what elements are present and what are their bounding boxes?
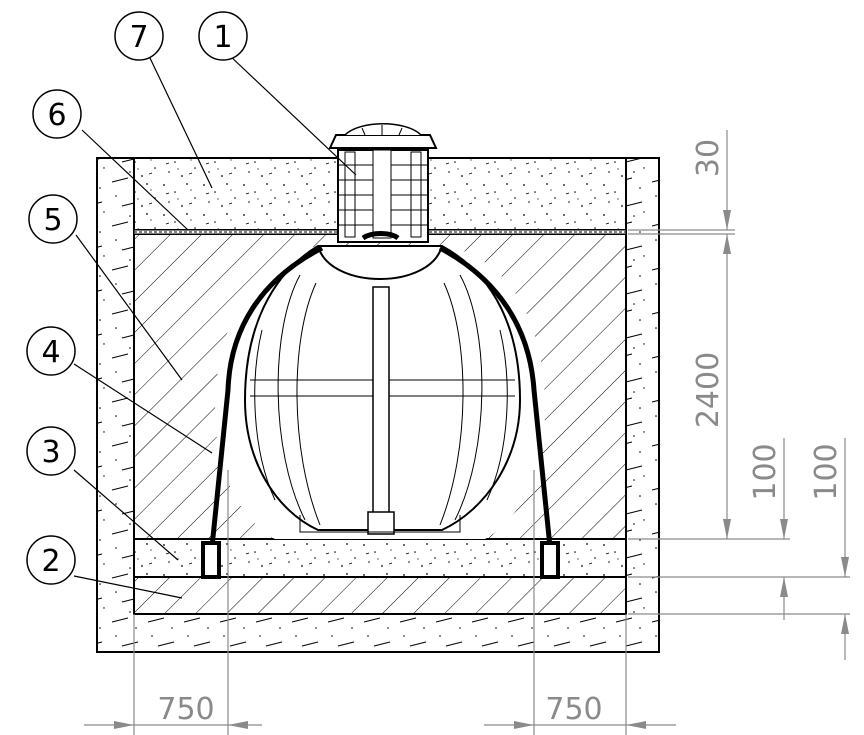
dim-tank-height: 2400 bbox=[691, 352, 726, 428]
balloon-6: 6 bbox=[32, 89, 82, 139]
dim-right-clearance: 750 bbox=[545, 692, 602, 727]
svg-text:6: 6 bbox=[47, 98, 66, 133]
dim-base-layer: 100 bbox=[809, 443, 844, 500]
anchor-block-right bbox=[540, 541, 560, 579]
dim-top-cover: 30 bbox=[691, 139, 726, 177]
balloon-4: 4 bbox=[26, 326, 76, 376]
dim-bedding-layer: 100 bbox=[748, 443, 783, 500]
balloon-1: 1 bbox=[198, 11, 248, 61]
balloon-3: 3 bbox=[26, 426, 76, 476]
dimension-lines-horizontal bbox=[84, 470, 676, 735]
svg-text:2: 2 bbox=[41, 544, 60, 579]
balloon-5: 5 bbox=[28, 194, 78, 244]
svg-text:3: 3 bbox=[41, 435, 60, 470]
anchor-straps bbox=[201, 245, 560, 579]
dimension-lines-vertical bbox=[628, 130, 850, 660]
dim-left-clearance: 750 bbox=[157, 692, 214, 727]
svg-text:1: 1 bbox=[213, 20, 232, 55]
svg-text:7: 7 bbox=[129, 20, 148, 55]
balloon-2: 2 bbox=[26, 535, 76, 585]
tank bbox=[215, 245, 545, 539]
anchor-block-left bbox=[201, 541, 221, 579]
balloon-7: 7 bbox=[114, 11, 164, 61]
svg-text:4: 4 bbox=[41, 335, 60, 370]
base-slab-layer bbox=[133, 576, 627, 615]
leader-lines bbox=[73, 53, 357, 599]
manhole-neck bbox=[328, 123, 438, 243]
svg-text:5: 5 bbox=[43, 203, 62, 238]
